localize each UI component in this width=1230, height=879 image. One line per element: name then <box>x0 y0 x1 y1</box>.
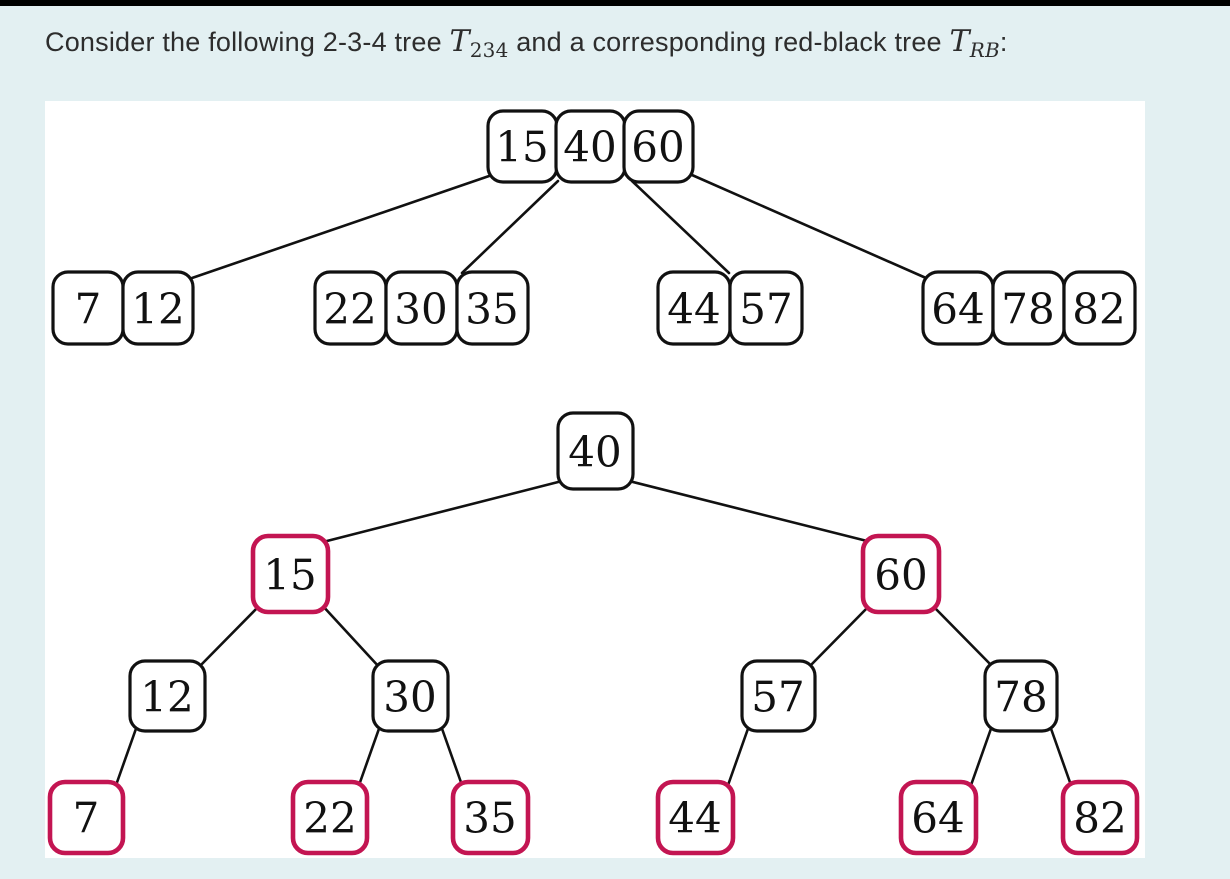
page-title: Consider the following 2-3-4 tree T234 a… <box>45 24 1008 62</box>
tree-edge <box>929 602 996 670</box>
tree-edge <box>460 179 560 275</box>
node-box <box>250 533 331 615</box>
node-label: 57 <box>739 285 792 334</box>
node-label: 30 <box>383 673 436 722</box>
node-label: 78 <box>1001 285 1054 334</box>
tree-edge <box>968 721 995 790</box>
node-box <box>622 109 695 184</box>
node-label: 78 <box>994 673 1047 722</box>
node-box <box>450 779 531 856</box>
math-t234-subscript: 234 <box>469 38 509 62</box>
node-label: 12 <box>140 673 193 722</box>
rb-node-15: 15 <box>250 533 331 615</box>
tree-edge <box>725 721 752 790</box>
tree-edge <box>438 721 465 790</box>
node-label: 35 <box>465 285 518 334</box>
node-box <box>556 411 635 491</box>
rb-node-44: 44 <box>655 779 736 856</box>
node-label: 40 <box>568 428 621 477</box>
node-label: 82 <box>1072 285 1125 334</box>
tree-edge <box>113 721 140 790</box>
rb-node-82: 82 <box>1060 779 1140 856</box>
node-label: 7 <box>73 794 100 843</box>
t234-leaf-22-30-35: 22 30 35 <box>313 270 530 346</box>
tree-edge <box>356 721 383 790</box>
node-box <box>983 659 1059 733</box>
math-trb-base: T <box>949 24 970 59</box>
node-label: 44 <box>667 285 720 334</box>
math-trb-subscript: RB <box>969 38 1000 62</box>
node-label: 22 <box>323 285 376 334</box>
tree-edge <box>623 478 873 544</box>
rb-node-40: 40 <box>556 411 635 491</box>
rb-node-22: 22 <box>290 779 370 856</box>
node-label: 60 <box>874 551 927 600</box>
title-suffix: : <box>999 27 1008 57</box>
node-label: 57 <box>751 673 804 722</box>
node-label: 15 <box>495 123 548 172</box>
node-label: 64 <box>911 794 964 843</box>
tree-edge <box>190 173 494 280</box>
node-box <box>898 779 979 856</box>
node-box <box>740 659 817 733</box>
tree-edge <box>690 173 928 280</box>
tree-edge <box>1047 721 1074 790</box>
t234-root-node: 15 40 60 <box>486 109 695 184</box>
rb-node-30: 30 <box>371 659 450 733</box>
node-label: 40 <box>563 123 616 172</box>
node-box <box>371 659 450 733</box>
window-top-bar <box>0 0 1230 6</box>
node-label: 15 <box>263 551 316 600</box>
node-box <box>860 533 942 615</box>
node-label: 12 <box>131 285 184 334</box>
node-box <box>128 659 207 733</box>
node-box <box>290 779 370 856</box>
node-box <box>47 779 126 856</box>
node-box <box>1060 779 1140 856</box>
node-label: 7 <box>75 285 102 334</box>
node-box <box>121 270 195 346</box>
tree-edge <box>321 478 568 544</box>
node-label: 35 <box>463 794 516 843</box>
rb-node-78: 78 <box>983 659 1059 733</box>
tree-rb: 40 15 60 12 30 57 78 7 <box>47 411 1140 856</box>
tree-edge <box>806 602 873 670</box>
node-label: 30 <box>394 285 447 334</box>
node-label: 82 <box>1073 794 1126 843</box>
title-middle: and a corresponding red-black tree <box>508 27 950 57</box>
tree-edge <box>319 602 382 670</box>
diagram-panel: 15 40 60 7 12 22 30 35 44 57 <box>45 101 1145 858</box>
tree-edge <box>630 179 731 275</box>
node-label: 44 <box>668 794 721 843</box>
node-box <box>1062 270 1137 346</box>
rb-node-12: 12 <box>128 659 207 733</box>
math-t234-base: T <box>449 24 470 59</box>
rb-node-64: 64 <box>898 779 979 856</box>
t234-leaf-44-57: 44 57 <box>656 270 804 346</box>
rb-node-7: 7 <box>47 779 126 856</box>
node-box <box>655 779 736 856</box>
trees-figure: 15 40 60 7 12 22 30 35 44 57 <box>47 109 1140 856</box>
tree-edge <box>196 602 263 670</box>
node-box <box>728 270 804 346</box>
t234-leaf-64-78-82: 64 78 82 <box>921 270 1137 346</box>
rb-node-57: 57 <box>740 659 817 733</box>
rb-node-60: 60 <box>860 533 942 615</box>
node-label: 60 <box>631 123 684 172</box>
title-prefix: Consider the following 2-3-4 tree <box>45 27 450 57</box>
t234-leaf-7-12: 7 12 <box>51 270 195 346</box>
node-label: 22 <box>303 794 356 843</box>
rb-node-35: 35 <box>450 779 531 856</box>
node-box <box>455 270 530 346</box>
tree-234: 15 40 60 7 12 22 30 35 44 57 <box>51 109 1137 346</box>
node-label: 64 <box>931 285 984 334</box>
